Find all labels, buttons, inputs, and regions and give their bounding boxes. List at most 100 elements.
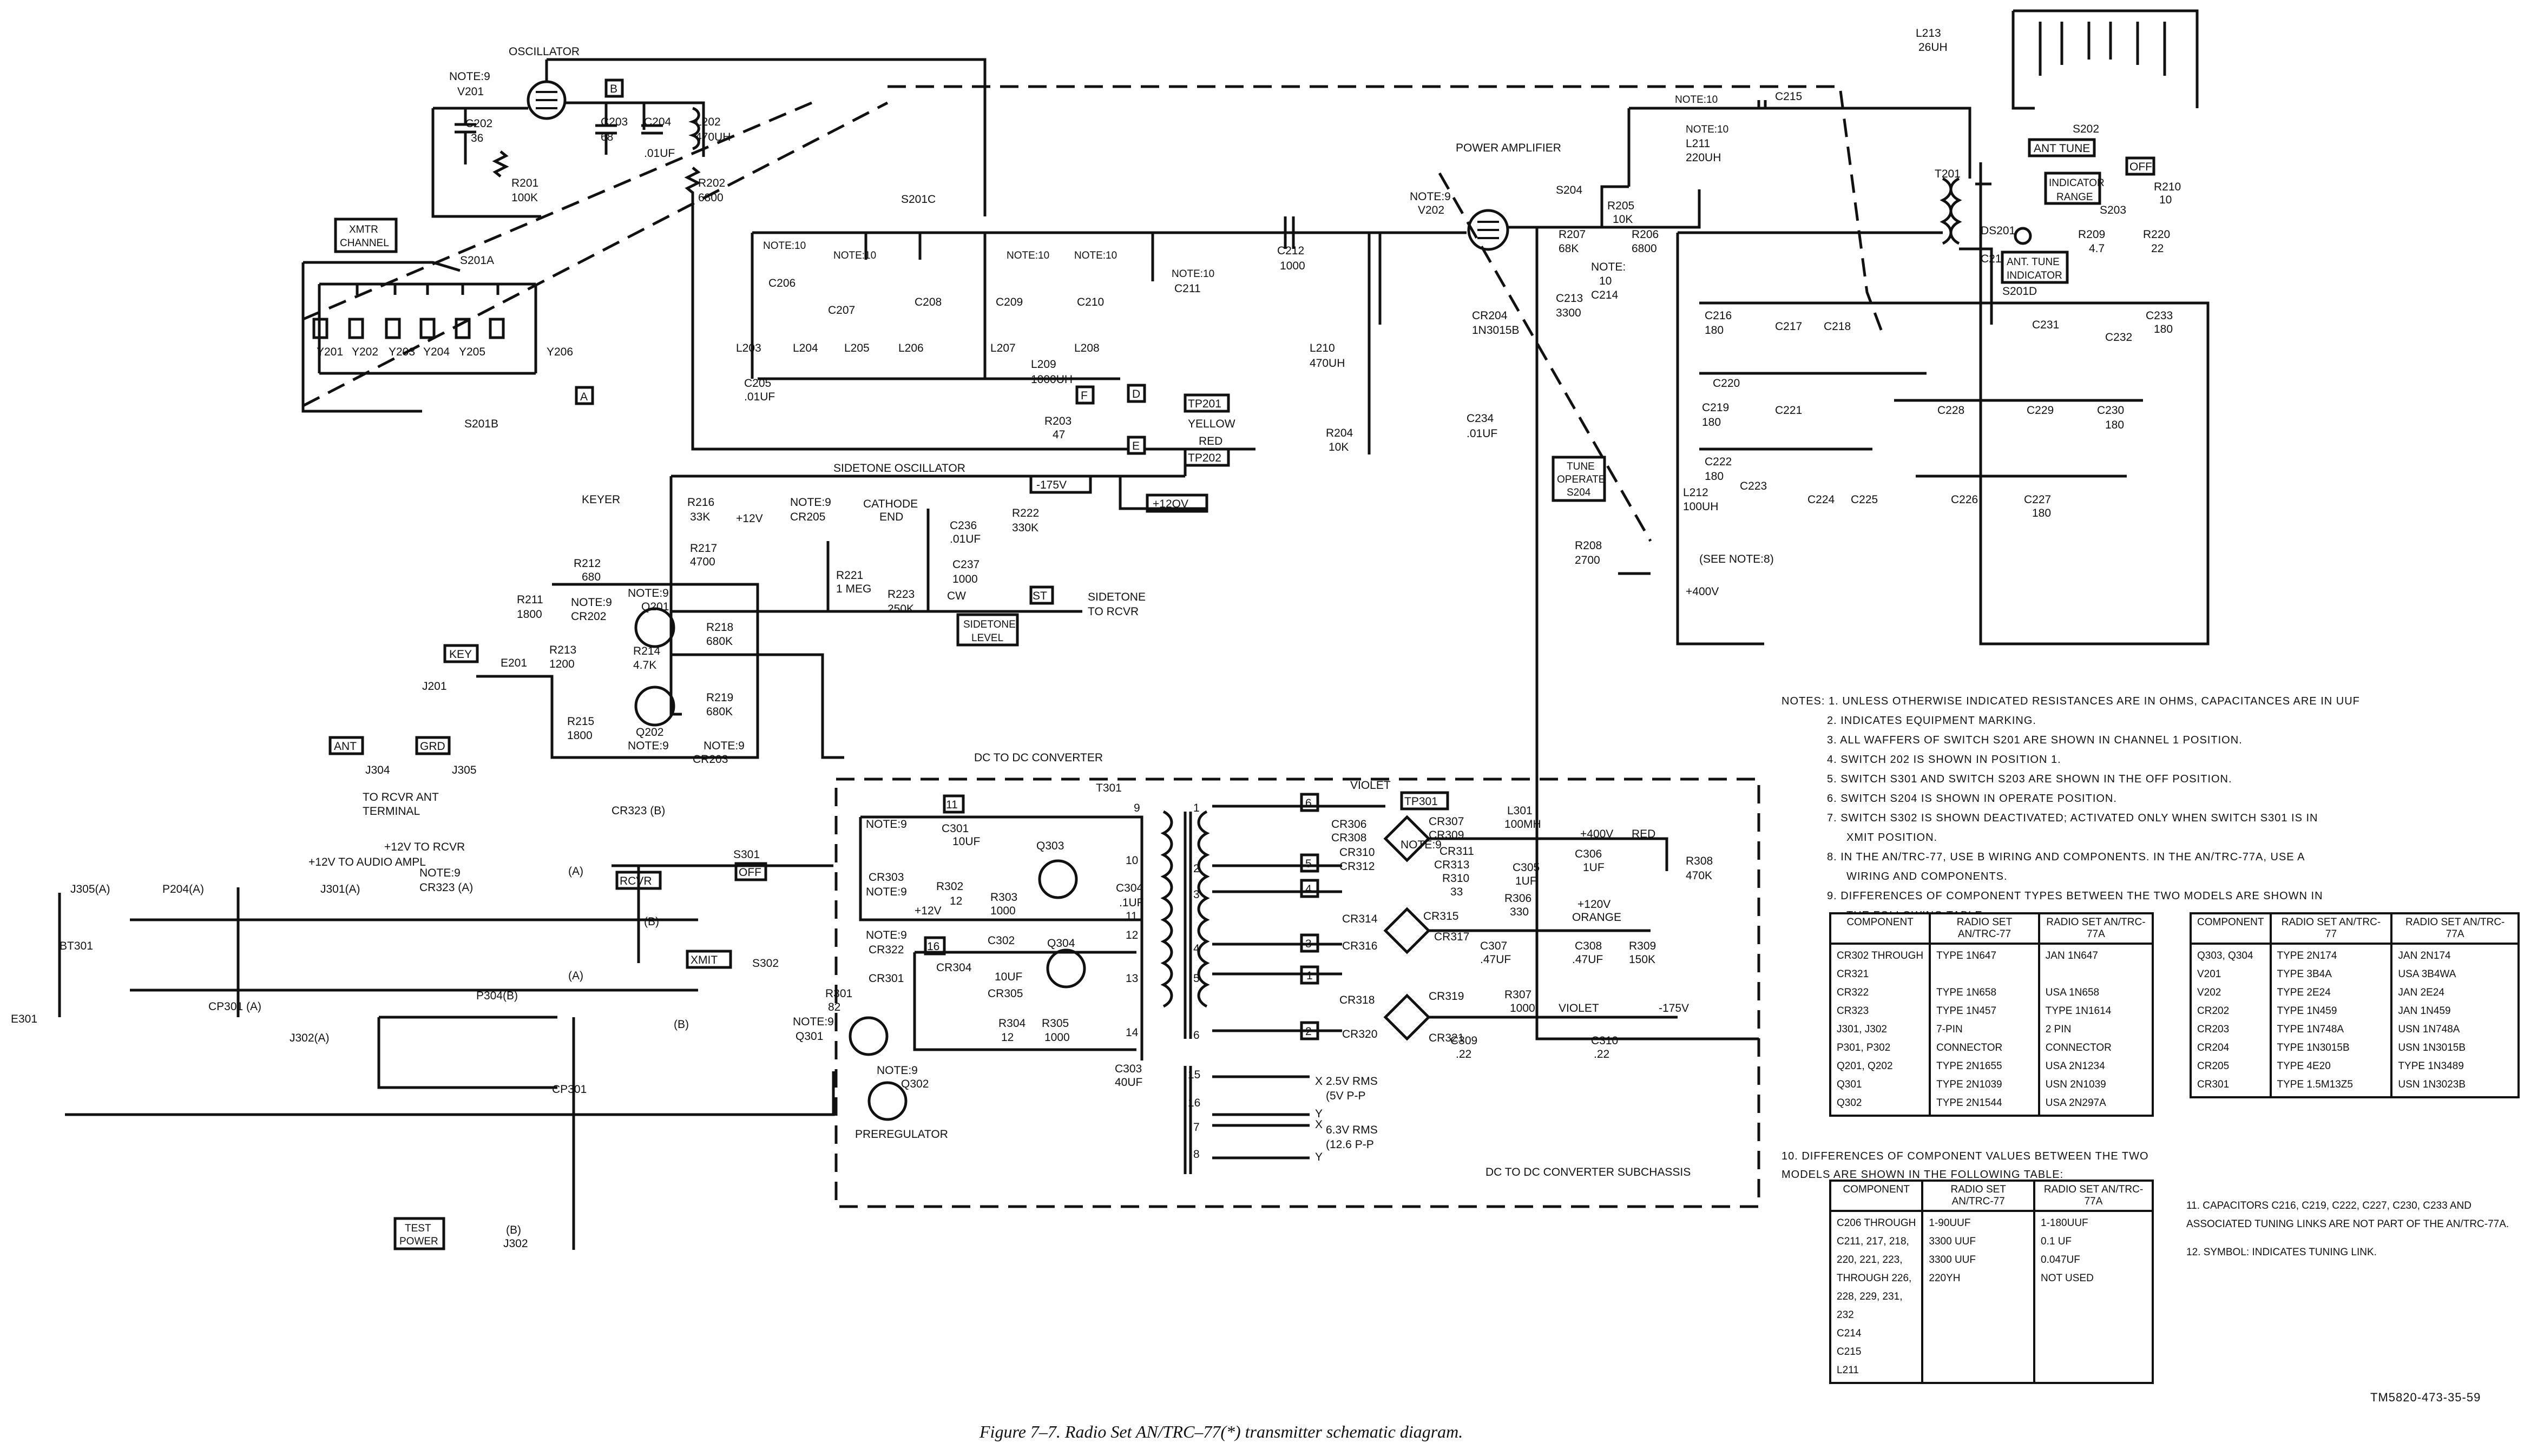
crystals: Y201 Y202 Y203 Y204 Y205 Y206 — [312, 318, 573, 358]
r202-label: R202 — [698, 177, 725, 189]
svg-text:C210: C210 — [1077, 296, 1104, 308]
svg-text:CR308: CR308 — [1331, 832, 1366, 844]
l213-label: L213 — [1916, 27, 1941, 39]
svg-text:330: 330 — [1510, 906, 1529, 918]
tp202-marking — [1184, 447, 1230, 467]
svg-text:ORANGE: ORANGE — [1572, 911, 1621, 924]
svg-text:CHANNEL: CHANNEL — [340, 238, 389, 249]
svg-text:TO RCVR: TO RCVR — [1088, 605, 1139, 618]
svg-text:C208: C208 — [915, 296, 942, 308]
ant-tune-marking — [2028, 138, 2096, 157]
svg-text:R219: R219 — [706, 691, 733, 704]
svg-text:C237: C237 — [952, 558, 980, 571]
q302-transistor — [867, 1081, 908, 1121]
svg-text:R306: R306 — [1504, 892, 1531, 905]
crystal-switch-section: XMTR CHANNEL S201A S201B Y201 Y202 Y203 … — [301, 218, 594, 430]
svg-text:J301(A): J301(A) — [320, 883, 360, 895]
svg-text:1 MEG: 1 MEG — [836, 583, 871, 595]
svg-text:1000: 1000 — [1510, 1002, 1535, 1014]
grd-marking — [415, 736, 451, 755]
svg-text:CR318: CR318 — [1339, 994, 1375, 1006]
svg-text:NOTE:9: NOTE:9 — [866, 818, 907, 831]
svg-text:(B): (B) — [674, 1018, 689, 1031]
svg-text:14: 14 — [1126, 1026, 1139, 1039]
svg-text:(12.6 P-P: (12.6 P-P — [1326, 1138, 1374, 1151]
svg-text:RCVR: RCVR — [620, 875, 652, 887]
svg-text:C307: C307 — [1480, 940, 1507, 952]
svg-text:1000UH: 1000UH — [1031, 373, 1073, 386]
svg-text:+400V: +400V — [1580, 828, 1613, 840]
svg-text:CR306: CR306 — [1331, 818, 1366, 831]
svg-text:R221: R221 — [836, 569, 863, 582]
svg-text:LEVEL: LEVEL — [971, 633, 1003, 644]
bridge-2 — [1383, 907, 1431, 954]
svg-text:+12V TO AUDIO AMPL: +12V TO AUDIO AMPL — [308, 856, 426, 868]
svg-text:E301: E301 — [11, 1013, 37, 1025]
s204-label: S204 — [1556, 184, 1582, 196]
svg-text:C227: C227 — [2024, 493, 2051, 506]
svg-text:C221: C221 — [1775, 404, 1802, 417]
svg-text:(B): (B) — [644, 915, 659, 928]
svg-text:S302: S302 — [752, 957, 779, 970]
svg-text:Y205: Y205 — [459, 346, 485, 358]
svg-text:(A): (A) — [568, 865, 583, 878]
svg-text:Y203: Y203 — [389, 346, 415, 358]
svg-text:.1UF: .1UF — [1119, 897, 1144, 909]
minus175-marking — [1029, 475, 1092, 494]
svg-text:NOTE:10: NOTE:10 — [1074, 250, 1117, 261]
svg-text:YELLOW: YELLOW — [1188, 418, 1235, 430]
svg-text:680: 680 — [582, 571, 601, 583]
ant-tune-indicator-marking — [2001, 251, 2069, 284]
svg-text:NOTE:10: NOTE:10 — [1675, 94, 1718, 106]
r210-label: R210 — [2154, 181, 2181, 193]
off-marking — [2125, 156, 2155, 176]
svg-text:Y: Y — [1315, 1108, 1323, 1120]
c202-value: 36 — [471, 132, 483, 144]
c214-label: NOTE: — [1591, 261, 1626, 273]
svg-text:J302(A): J302(A) — [290, 1032, 330, 1044]
svg-text:NOTE:10: NOTE:10 — [763, 240, 806, 252]
svg-text:Y204: Y204 — [423, 346, 450, 358]
svg-text:KEY: KEY — [449, 648, 472, 661]
svg-text:C308: C308 — [1575, 940, 1602, 952]
svg-text:C207: C207 — [828, 304, 855, 317]
svg-text:C231: C231 — [2032, 319, 2059, 331]
svg-text:R216: R216 — [687, 496, 714, 509]
notes-right: 11. CAPACITORS C216, C219, C222, C227, C… — [2186, 1197, 2522, 1262]
table-column-cell: TYPE 1N647 TYPE 1N658 TYPE 1N457 7-PIN C… — [1929, 943, 2040, 1117]
connector-section: ANT GRD J304 J305 TO RCVR ANT TERMINAL C… — [11, 736, 835, 1250]
svg-text:Y: Y — [1315, 1151, 1323, 1163]
svg-text:9: 9 — [1134, 802, 1140, 814]
svg-text:.22: .22 — [1594, 1048, 1609, 1060]
svg-text:J304: J304 — [365, 764, 390, 776]
svg-text:.01UF: .01UF — [744, 391, 775, 403]
q201-transistor — [634, 607, 675, 648]
svg-text:15: 15 — [1188, 1069, 1200, 1081]
svg-text:OFF: OFF — [2129, 161, 2152, 173]
r209-label: R209 — [2078, 228, 2105, 241]
svg-text:R302: R302 — [936, 880, 963, 893]
svg-text:1200: 1200 — [549, 658, 575, 670]
svg-text:VIOLET: VIOLET — [1350, 779, 1391, 792]
svg-text:R222: R222 — [1012, 507, 1039, 519]
svg-text:+12V TO RCVR: +12V TO RCVR — [384, 841, 465, 853]
svg-text:CATHODE: CATHODE — [863, 498, 918, 510]
tank-circuit-section: S201C L203 L204 L205 L206 L207 L208 C206… — [691, 193, 1382, 467]
svg-text:TO RCVR ANT: TO RCVR ANT — [363, 791, 439, 803]
svg-text:RED: RED — [1199, 435, 1222, 447]
note-8-cont: WIRING AND COMPONENTS. — [1846, 871, 2008, 882]
table-column-cell: JAN 1N647 USA 1N658 TYPE 1N1614 2 PIN CO… — [2037, 943, 2154, 1117]
t201-label: T201 — [1935, 168, 1961, 180]
svg-text:CR314: CR314 — [1342, 913, 1378, 925]
s201a-label: S201A — [460, 254, 494, 267]
dc-converter-label: DC TO DC CONVERTER — [974, 752, 1103, 764]
svg-text:220UH: 220UH — [1686, 151, 1721, 164]
svg-text:1000: 1000 — [952, 573, 978, 585]
svg-text:C229: C229 — [2027, 404, 2054, 417]
svg-text:C224: C224 — [1807, 493, 1835, 506]
key-marking — [443, 644, 479, 663]
svg-text:L206: L206 — [898, 342, 924, 354]
table-header: COMPONENT — [1829, 912, 1931, 945]
